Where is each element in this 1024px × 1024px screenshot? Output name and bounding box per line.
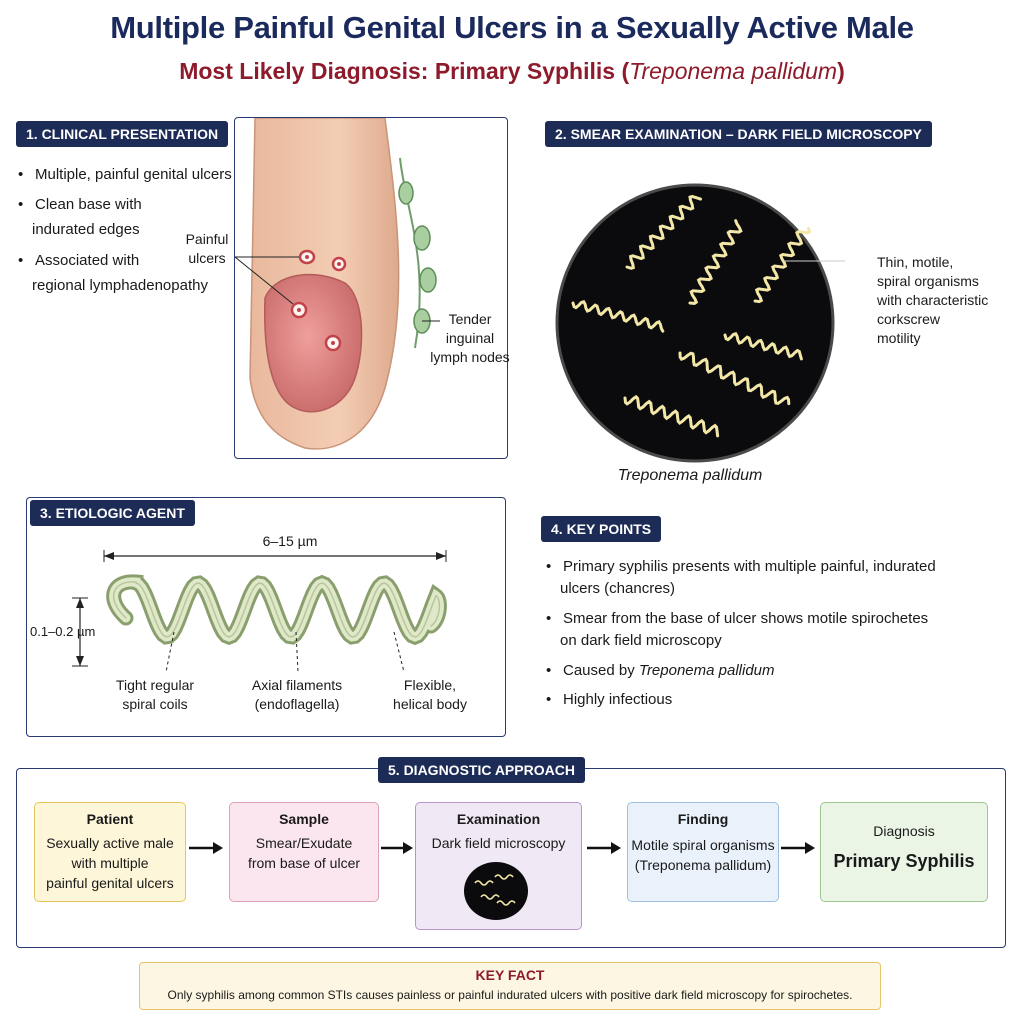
length-label: 6–15 µm [262,533,318,549]
flow-arrow-2 [381,842,413,854]
callout-body: Flexible,helical body [393,677,467,712]
clinical-bullet-1: Multiple, painful genital ulcers [35,166,232,183]
key-fact-box: KEY FACT Only syphilis among common STIs… [139,962,881,1010]
dark-field-microscopy-view [555,183,845,463]
flow-arrow-3 [587,842,621,854]
lymph-node-1 [398,181,414,205]
smear-caption: Treponema pallidum [617,467,763,484]
spirochete-4 [571,300,665,333]
spirochete-3 [753,227,812,304]
section-label-clinical: 1. CLINICAL PRESENTATION [16,121,229,147]
section-label-key-points: 4. KEY POINTS [541,516,662,542]
clinical-bullet-3b: regional lymphadenopathy [32,277,208,294]
page-title: Multiple Painful Genital Ulcers in a Sex… [110,10,914,45]
lymph-node-3 [419,267,437,293]
key-point-3: Caused by Treponema pallidum [563,662,775,679]
spirochete-diagram [72,550,447,673]
flow-step-finding: Finding Motile spiral organisms(Treponem… [627,802,779,902]
clinical-bullet-3a: Associated with [35,252,140,269]
key-point-2b: on dark field microscopy [560,632,722,649]
lymph-node-2 [413,225,431,251]
clinical-bullets: •Multiple, painful genital ulcers •Clean… [18,163,233,303]
spirochete-2 [688,219,743,305]
key-point-1a: Primary syphilis presents with multiple … [563,558,936,575]
clinical-illustration-frame [234,117,508,459]
key-fact-title: KEY FACT [475,967,545,983]
flow-step-diagnosis: Diagnosis Primary Syphilis [820,802,988,902]
flow-arrow-1 [189,842,223,854]
key-point-4: Highly infectious [563,691,673,708]
key-points-list: •Primary syphilis presents with multiple… [546,555,1016,715]
clinical-bullet-2b: indurated edges [32,221,140,238]
key-point-2a: Smear from the base of ulcer shows motil… [563,610,929,627]
spirochete-1 [625,194,702,270]
microscopy-thumbnail [464,862,528,920]
spirochete-6 [723,332,803,361]
section-label-etiologic: 3. ETIOLOGIC AGENT [30,500,195,526]
page-subtitle: Most Likely Diagnosis: Primary Syphilis … [179,58,845,84]
callout-filaments: Axial filaments(endoflagella) [251,677,343,712]
width-label: 0.1–0.2 µm [30,624,96,639]
key-point-1b: ulcers (chancres) [560,580,676,597]
clinical-bullet-2a: Clean base with [35,196,142,213]
key-fact-text: Only syphilis among common STIs causes p… [167,988,853,1002]
spirochete-5 [678,351,791,406]
section-label-approach: 5. DIAGNOSTIC APPROACH [378,757,585,783]
flow-arrow-4 [781,842,815,854]
section-label-smear: 2. SMEAR EXAMINATION – DARK FIELD MICROS… [545,121,932,147]
spirochete-7 [623,394,720,438]
genital-illustration [235,118,440,450]
flow-step-examination: Examination Dark field microscopy [415,802,582,930]
